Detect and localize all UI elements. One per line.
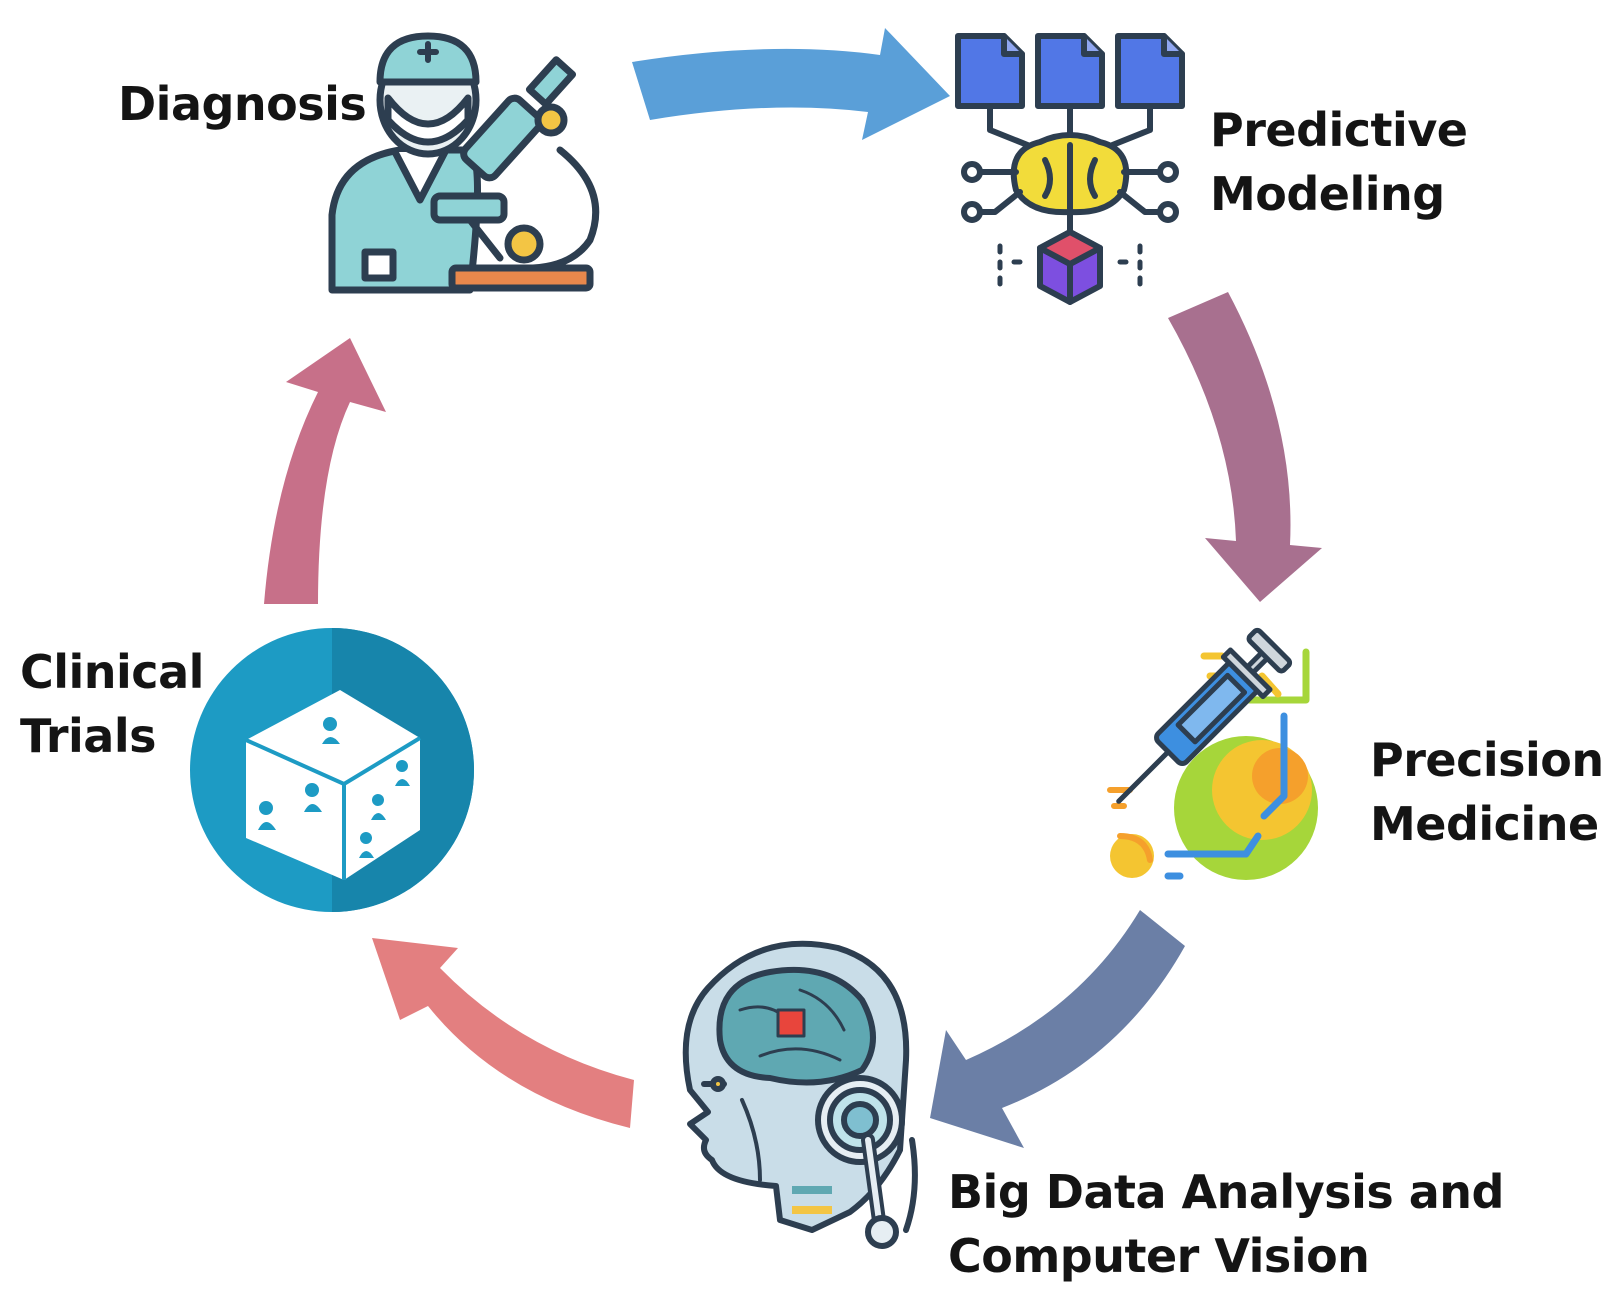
clinical-label-line-1: Clinical <box>20 645 204 699</box>
stage-label-diagnosis: Diagnosis <box>118 72 367 136</box>
brain-network-icon <box>955 33 1185 305</box>
arrow-clinical-to-diagnosis <box>264 338 386 604</box>
precision-label-line-1: Precision <box>1370 733 1604 787</box>
cycle-arrows <box>264 28 1322 1148</box>
stage-label-precision-medicine: Precision Medicine <box>1370 728 1604 856</box>
arrow-diagnosis-to-predictive <box>632 28 950 140</box>
arrow-predictive-to-precision <box>1168 292 1322 602</box>
bigdata-label-line-1: Big Data Analysis and <box>948 1165 1504 1219</box>
stage-label-big-data: Big Data Analysis and Computer Vision <box>948 1160 1504 1288</box>
predictive-label-line-1: Predictive <box>1210 103 1468 157</box>
ai-head-icon <box>682 940 918 1249</box>
document-icons <box>955 33 1185 109</box>
stage-label-predictive-modeling: Predictive Modeling <box>1210 98 1468 226</box>
stage-label-clinical-trials: Clinical Trials <box>20 640 204 768</box>
syringe-chart-icon <box>1107 627 1318 880</box>
arrow-precision-to-bigdata <box>930 910 1185 1148</box>
doctor-microscope-icon <box>328 32 600 294</box>
cube-people-icon <box>190 628 474 912</box>
bigdata-label-line-2: Computer Vision <box>948 1229 1370 1283</box>
clinical-label-line-2: Trials <box>20 709 156 763</box>
arrow-bigdata-to-clinical <box>372 938 634 1128</box>
diagnosis-label-line-1: Diagnosis <box>118 77 367 131</box>
precision-label-line-2: Medicine <box>1370 797 1599 851</box>
predictive-label-line-2: Modeling <box>1210 167 1445 221</box>
